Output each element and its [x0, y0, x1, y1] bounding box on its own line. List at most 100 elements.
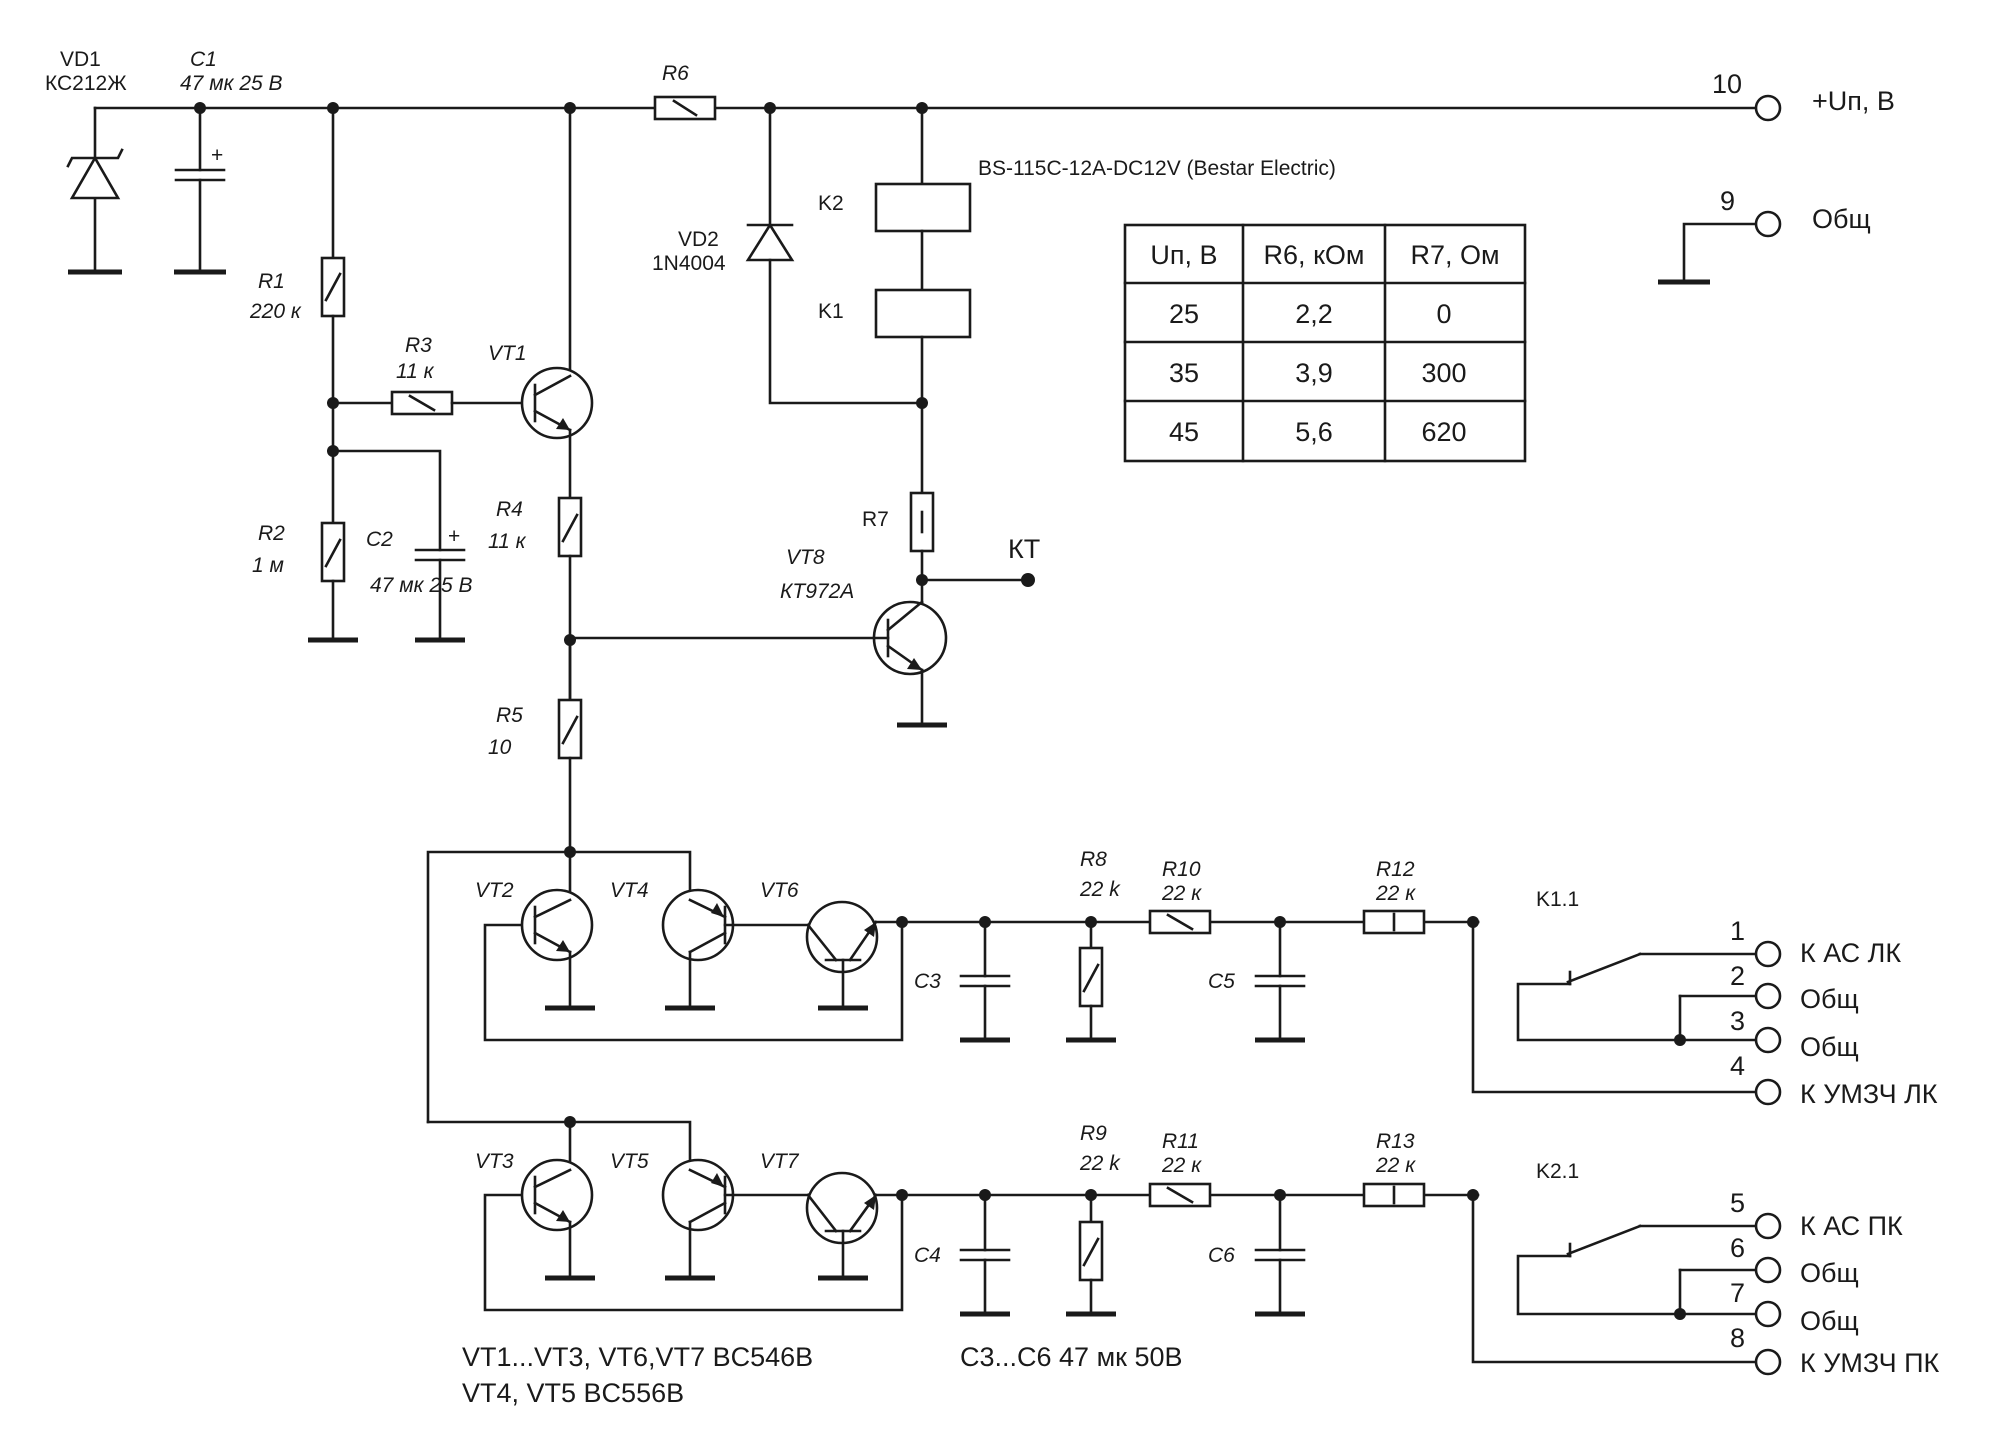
transistor-vt7	[805, 1171, 879, 1281]
vt2-name: VT2	[475, 879, 514, 902]
c5-name: C5	[1208, 970, 1235, 993]
resistor-r12	[1362, 909, 1426, 935]
transistor-vt2	[520, 888, 595, 1011]
vt7-name: VT7	[760, 1150, 800, 1173]
table-cell: 5,6	[1295, 417, 1333, 447]
table-cell: 620	[1421, 417, 1466, 447]
c2-value: 47 мк 25 В	[370, 574, 473, 597]
r12-name: R12	[1376, 858, 1415, 881]
vt1-name: VT1	[488, 342, 527, 365]
table-cell: 3,9	[1295, 358, 1333, 388]
vt6-name: VT6	[760, 879, 799, 902]
capacitor-c2: +	[331, 449, 466, 643]
capacitor-c4	[959, 1193, 1011, 1317]
r7-name: R7	[862, 508, 889, 531]
terminal-3-num: 3	[1730, 1006, 1745, 1036]
transistor-vt1	[520, 106, 594, 500]
capacitor-c6	[1254, 1193, 1306, 1317]
terminal-5	[1754, 1212, 1782, 1240]
r10-value: 22 к	[1161, 882, 1202, 905]
capacitor-c5	[1254, 920, 1306, 1043]
terminal-9-label: Общ	[1812, 204, 1871, 234]
r2-value: 1 м	[252, 554, 284, 577]
r11-name: R11	[1162, 1130, 1199, 1153]
terminal-7	[1754, 1300, 1782, 1328]
terminal-8-num: 8	[1730, 1323, 1745, 1353]
table-cell: 0	[1436, 299, 1451, 329]
transistor-vt8	[568, 600, 948, 728]
r11-value: 22 к	[1161, 1154, 1202, 1177]
r10-name: R10	[1162, 858, 1201, 881]
r1-value: 220 к	[249, 300, 302, 323]
k1-1-label: K1.1	[1536, 888, 1579, 911]
c4-name: C4	[914, 1244, 941, 1267]
terminal-3-label: Общ	[1800, 1032, 1859, 1062]
table-cell: 35	[1169, 358, 1199, 388]
terminal-1-label: К АС ЛК	[1800, 938, 1901, 968]
resistor-r9	[1066, 1193, 1116, 1317]
transistor-vt5	[661, 1158, 810, 1281]
terminal-2-label: Общ	[1800, 984, 1859, 1014]
r3-name: R3	[405, 334, 432, 357]
relay-coils	[874, 106, 972, 495]
terminal-4	[1754, 1078, 1782, 1106]
c2-name: C2	[366, 528, 393, 551]
terminal-6-label: Общ	[1800, 1258, 1859, 1288]
terminal-4-label: К УМЗЧ ЛК	[1800, 1079, 1938, 1109]
r1-name: R1	[258, 270, 285, 293]
terminal-1-num: 1	[1730, 916, 1745, 946]
transistor-vt6	[805, 900, 879, 1011]
note-capacitors: C3...C6 47 мк 50В	[960, 1342, 1183, 1372]
vt4-name: VT4	[610, 879, 649, 902]
terminal-10-num: 10	[1712, 69, 1742, 99]
resistor-r6	[653, 95, 717, 121]
resistor-r7	[909, 491, 1035, 604]
resistor-r13	[1362, 1182, 1426, 1208]
r13-name: R13	[1376, 1130, 1415, 1153]
k2-1-label: K2.1	[1536, 1160, 1579, 1183]
relay-contact-k2-1	[1471, 1193, 1757, 1364]
r2-name: R2	[258, 522, 285, 545]
r5-name: R5	[496, 704, 523, 727]
resistor-r10	[1148, 909, 1212, 935]
r5-value: 10	[488, 736, 512, 759]
channel-left-wiring	[426, 850, 1480, 1124]
table-header-r7: R7, Ом	[1410, 240, 1499, 270]
vd2-value: 1N4004	[652, 252, 726, 275]
terminal-3	[1754, 1026, 1782, 1054]
table-cell: 25	[1169, 299, 1199, 329]
terminal-10	[1754, 94, 1782, 122]
resistor-r2	[308, 449, 358, 643]
table-cell: 2,2	[1295, 299, 1333, 329]
terminal-7-label: Общ	[1800, 1306, 1859, 1336]
r12-value: 22 к	[1375, 882, 1416, 905]
r4-name: R4	[496, 498, 523, 521]
resistor-r5	[557, 638, 583, 858]
note-transistors-2: VT4, VT5 BC556B	[462, 1378, 684, 1408]
vt8-value: КТ972А	[780, 580, 854, 603]
c6-name: C6	[1208, 1244, 1235, 1267]
c1-value: 47 мк 25 В	[180, 72, 283, 95]
r13-value: 22 к	[1375, 1154, 1416, 1177]
terminal-10-label: +Uп, В	[1812, 86, 1895, 116]
terminal-8-label: К УМЗЧ ПК	[1800, 1348, 1939, 1378]
r8-value: 22 k	[1079, 878, 1121, 901]
vt5-name: VT5	[610, 1150, 649, 1173]
resistor-r1	[320, 106, 346, 457]
k1-name: K1	[818, 300, 844, 323]
resistor-r8	[1066, 920, 1116, 1043]
vd1-value: КС212Ж	[45, 72, 127, 95]
capacitor-c1: +	[174, 106, 226, 275]
vd2-name: VD2	[678, 228, 719, 251]
kt-label: КТ	[1008, 534, 1040, 564]
vt3-name: VT3	[475, 1150, 514, 1173]
c3-name: C3	[914, 970, 941, 993]
vd1-name: VD1	[60, 48, 101, 71]
terminal-9-num: 9	[1720, 186, 1735, 216]
terminal-6-num: 6	[1730, 1233, 1745, 1263]
svg-text:+: +	[448, 525, 460, 548]
relay-model: BS-115C-12A-DC12V (Bestar Electric)	[978, 157, 1336, 180]
resistor-r3	[331, 390, 537, 416]
resistor-value-table: Uп, В R6, кОм R7, Ом 25 2,2 0 35 3,9 300…	[1123, 223, 1527, 463]
transistor-vt4	[661, 888, 810, 1011]
